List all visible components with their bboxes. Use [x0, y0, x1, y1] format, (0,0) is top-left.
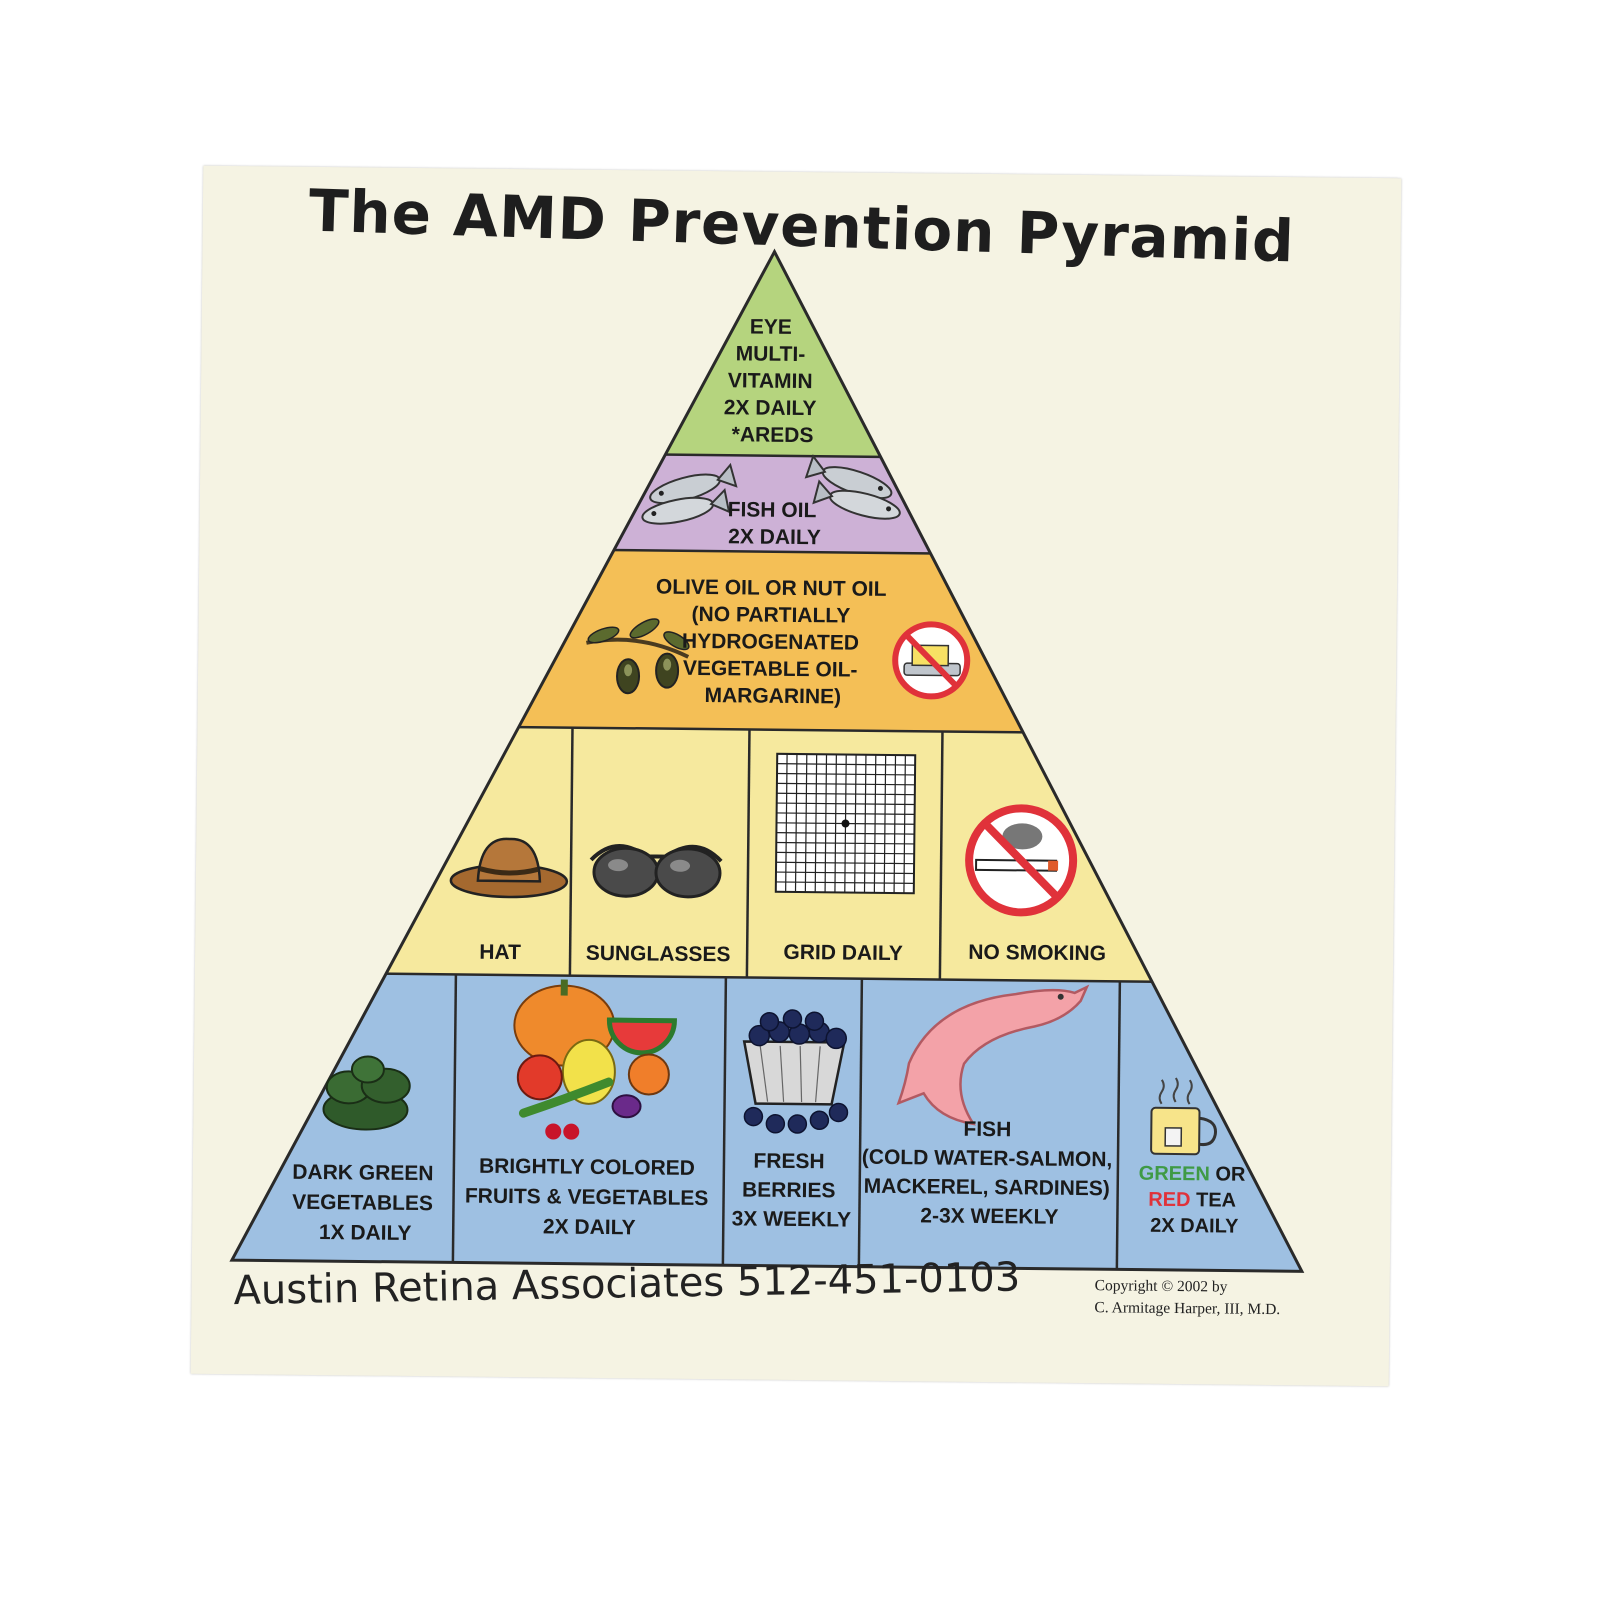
sardine-icon: [804, 454, 901, 520]
vitamin-line: MULTI-: [736, 342, 806, 366]
tea-frequency: 2X DAILY: [1150, 1215, 1239, 1238]
food-line: MACKEREL, SARDINES): [864, 1175, 1110, 1201]
protection-label-no-smoking: NO SMOKING: [968, 941, 1106, 965]
olive-oil-line: VEGETABLE OIL-: [683, 657, 858, 682]
copyright-notice: Copyright © 2002 by C. Armitage Harper, …: [1094, 1275, 1334, 1322]
food-line: FRESH: [753, 1150, 824, 1174]
protection-label-sunglasses: SUNGLASSES: [586, 942, 731, 967]
pyramid-diagram: EYE MULTI- VITAMIN 2X DAILY *AREDS: [229, 246, 1313, 1273]
sardine-icon: [641, 462, 738, 525]
fixation-dot: [841, 819, 850, 828]
tier-vitamin-text: EYE MULTI- VITAMIN 2X DAILY *AREDS: [723, 315, 822, 447]
tea-green-word: GREEN: [1139, 1163, 1210, 1186]
salmon-icon: [896, 984, 1090, 1126]
food-line: BRIGHTLY COLORED: [479, 1155, 695, 1180]
no-smoking-icon: [965, 804, 1078, 917]
tea-word: TEA: [1190, 1189, 1235, 1211]
berry-basket-icon: [742, 1009, 849, 1134]
no-margarine-icon: [892, 621, 971, 700]
vitamin-line: 2X DAILY: [724, 396, 817, 420]
sunglasses-icon: [589, 844, 723, 899]
food-line: 2X DAILY: [543, 1215, 636, 1239]
vitamin-line: *AREDS: [732, 423, 814, 447]
vitamin-line: EYE: [750, 315, 792, 338]
tea-red-word: RED: [1148, 1189, 1190, 1211]
food-tea-text: GREEN OR RED TEA 2X DAILY: [1138, 1163, 1251, 1238]
fish-oil-line: FISH OIL: [728, 498, 817, 522]
food-line: VEGETABLES: [292, 1191, 433, 1215]
pyramid-outline: [229, 248, 1305, 1273]
vitamin-line: VITAMIN: [728, 369, 813, 393]
food-dark-green-text: DARK GREEN VEGETABLES 1X DAILY: [292, 1161, 440, 1246]
hat-icon: [449, 837, 569, 899]
tea-mug-icon: [1150, 1077, 1217, 1156]
tier-fish-oil-text: FISH OIL 2X DAILY: [727, 498, 822, 549]
copyright-author: C. Armitage Harper, III, M.D.: [1094, 1299, 1281, 1319]
pyramid-card: The AMD Prevention Pyramid: [190, 165, 1402, 1387]
olive-oil-line: HYDROGENATED: [682, 630, 859, 655]
olive-branch-icon: [585, 618, 690, 695]
olive-oil-line: MARGARINE): [704, 684, 841, 708]
olive-oil-line: OLIVE OIL OR NUT OIL: [656, 576, 887, 601]
fish-oil-line: 2X DAILY: [728, 525, 821, 549]
fruits-vegetables-icon: [513, 979, 677, 1140]
olive-oil-line: (NO PARTIALLY: [691, 603, 850, 628]
food-line: DARK GREEN: [292, 1161, 433, 1185]
protection-label-grid: GRID DAILY: [783, 941, 903, 965]
food-line: (COLD WATER-SALMON,: [862, 1146, 1113, 1172]
amsler-grid-icon: [774, 752, 917, 895]
food-line: BERRIES: [742, 1178, 836, 1202]
tier-olive-oil-text: OLIVE OIL OR NUT OIL (NO PARTIALLY HYDRO…: [655, 576, 892, 709]
tea-or-word: OR: [1210, 1163, 1246, 1185]
leafy-greens-icon: [322, 1055, 411, 1131]
protection-label-hat: HAT: [479, 941, 521, 964]
food-line: FRUITS & VEGETABLES: [465, 1185, 709, 1211]
food-line: 2-3X WEEKLY: [920, 1204, 1058, 1228]
food-line: 1X DAILY: [319, 1221, 412, 1245]
food-line: FISH: [963, 1118, 1011, 1141]
copyright-line: Copyright © 2002 by: [1094, 1277, 1228, 1296]
food-line: 3X WEEKLY: [732, 1207, 852, 1231]
food-bright-text: BRIGHTLY COLORED FRUITS & VEGETABLES 2X …: [464, 1155, 714, 1241]
food-berries-text: FRESH BERRIES 3X WEEKLY: [732, 1149, 852, 1231]
food-fish-text: FISH (COLD WATER-SALMON, MACKEREL, SARDI…: [861, 1117, 1118, 1230]
